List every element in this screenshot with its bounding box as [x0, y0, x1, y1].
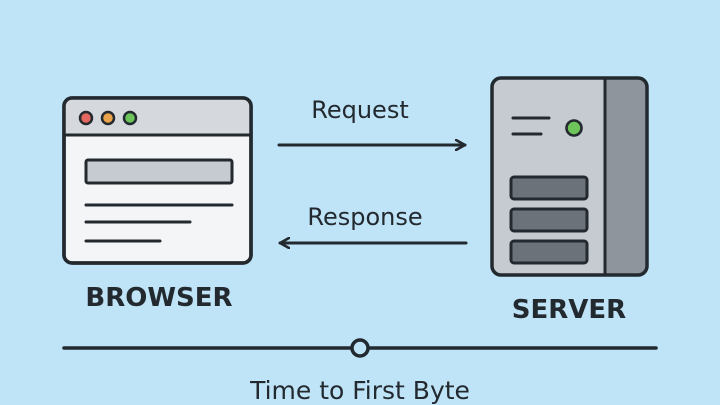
browser-icon [62, 96, 253, 265]
browser-minimize-dot [100, 110, 116, 126]
timeline-marker [350, 338, 370, 358]
browser-maximize-dot [122, 110, 138, 126]
browser-close-dot [78, 110, 94, 126]
browser-titlebar [64, 98, 251, 135]
browser-address-bar [84, 158, 234, 185]
server-side-panel [605, 78, 647, 275]
request-label: Request [311, 96, 409, 124]
server-drive-bay [509, 175, 589, 201]
server-status-light [565, 119, 583, 137]
server-icon [490, 76, 649, 277]
server-drive-bay [509, 207, 589, 233]
server-drive-bay [509, 239, 589, 265]
response-label: Response [307, 203, 422, 231]
timeline-label: Time to First Byte [249, 376, 470, 405]
server-label: SERVER [512, 295, 626, 325]
browser-label: BROWSER [85, 283, 232, 313]
